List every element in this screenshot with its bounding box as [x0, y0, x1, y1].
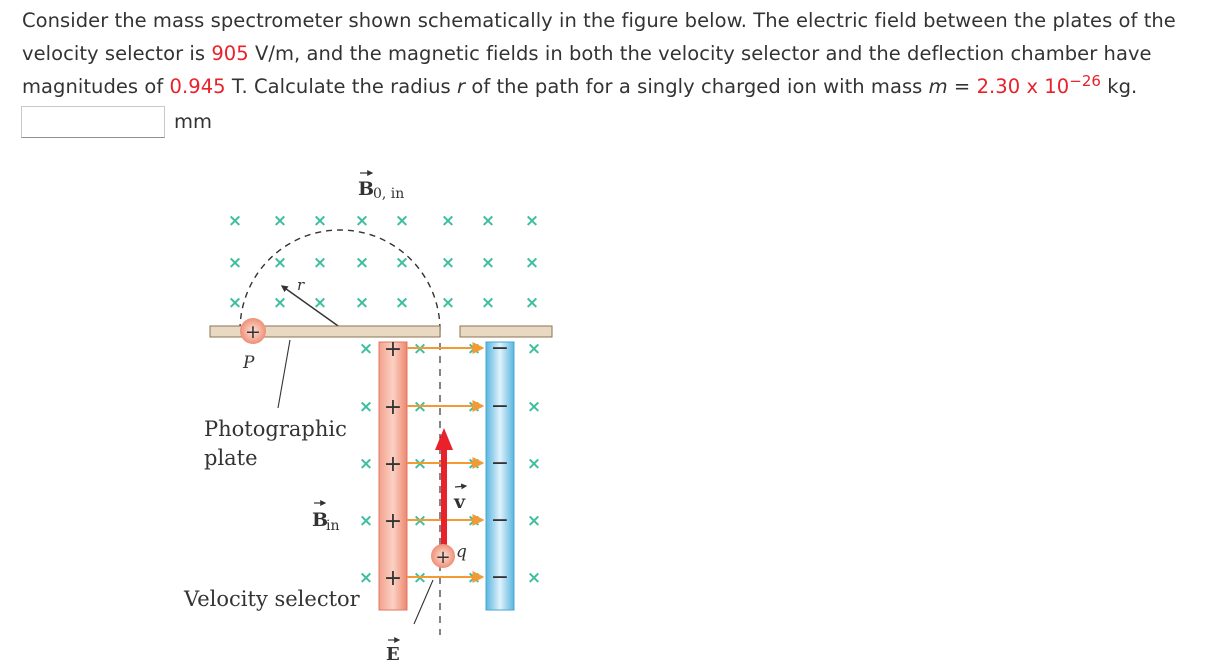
photographic-plate-left	[209, 325, 441, 338]
radius-variable: r	[457, 75, 466, 98]
mass-value: 2.30 x 10−26	[976, 72, 1102, 99]
minus-sign: −	[491, 394, 509, 419]
field-cross: ×	[527, 568, 541, 588]
photographic-plate-right	[459, 325, 553, 338]
ion-path-arc	[239, 229, 441, 331]
plus-sign: +	[384, 509, 402, 534]
bin-subscript: in	[326, 518, 340, 534]
photographic-plate-label-line2: plate	[204, 446, 258, 470]
field-cross: ×	[527, 397, 541, 417]
field-cross: ×	[355, 253, 369, 273]
field-cross: ×	[441, 253, 455, 273]
field-cross: ×	[273, 211, 287, 231]
radius-answer-input[interactable]	[21, 106, 165, 138]
bin-symbol: B	[312, 509, 328, 531]
minus-sign: −	[491, 451, 509, 476]
e-label: E	[386, 644, 400, 664]
field-cross: ×	[481, 253, 495, 273]
b0-subscript: 0, in	[373, 186, 404, 202]
mass-variable: m	[928, 75, 948, 98]
field-cross: ×	[525, 211, 539, 231]
field-cross: ×	[313, 293, 327, 313]
field-cross: ×	[395, 293, 409, 313]
b0-field-label: B 0, in	[358, 170, 404, 202]
b0-symbol: B	[358, 178, 374, 200]
selector-leader-line	[413, 579, 434, 625]
field-cross: ×	[355, 211, 369, 231]
minus-sign: −	[491, 565, 509, 590]
p-label: P	[242, 353, 255, 373]
field-cross: ×	[228, 253, 242, 273]
field-cross: ×	[481, 293, 495, 313]
photographic-plate-label-line1: Photographic	[204, 417, 347, 441]
minus-sign: −	[491, 336, 509, 361]
moving-ion-sign: +	[435, 547, 450, 568]
field-cross: ×	[527, 339, 541, 359]
q-label: q	[456, 542, 467, 562]
b-field-value: 0.945	[169, 75, 226, 98]
field-cross: ×	[273, 253, 287, 273]
field-cross: ×	[228, 211, 242, 231]
field-cross: ×	[525, 253, 539, 273]
velocity-arrow	[435, 428, 453, 545]
radius-label: r	[297, 276, 305, 294]
field-cross: ×	[359, 568, 373, 588]
field-cross: ×	[441, 293, 455, 313]
field-cross: ×	[359, 397, 373, 417]
radius-arrow	[280, 285, 349, 334]
positive-plate	[378, 341, 408, 611]
e-field-value: 905	[211, 42, 249, 65]
field-cross: ×	[481, 211, 495, 231]
field-cross: ×	[228, 293, 242, 313]
field-cross: ×	[359, 339, 373, 359]
mass-spectrometer-diagram: B 0, in × × × × × × × × × × × × × × × × × × × × × × × × × × × × × × × ×…	[183, 170, 553, 664]
question-text: Consider the mass spectrometer shown sch…	[22, 9, 1176, 99]
field-cross: ×	[395, 253, 409, 273]
field-cross: ×	[441, 211, 455, 231]
plus-sign: +	[384, 337, 402, 362]
plus-sign: +	[384, 395, 402, 420]
minus-sign: −	[491, 508, 509, 533]
plus-sign: +	[384, 566, 402, 591]
field-cross: ×	[355, 293, 369, 313]
mass-spectrometer-figure: B 0, in × × × × × × × × × × × × × × × × × × × × × × × × × × × × × × × ×…	[170, 160, 570, 664]
field-cross: ×	[527, 454, 541, 474]
field-cross: ×	[313, 253, 327, 273]
ion-at-p-sign: +	[245, 321, 261, 343]
plate-leader-line	[277, 339, 291, 409]
plate-signs: + − + − + − + − + −	[384, 336, 509, 591]
moving-ion	[431, 544, 455, 568]
field-cross: ×	[359, 511, 373, 531]
field-cross: ×	[273, 293, 287, 313]
field-cross: ×	[313, 211, 327, 231]
answer-unit: mm	[174, 110, 212, 133]
plus-sign: +	[384, 452, 402, 477]
ion-at-p	[240, 318, 266, 344]
field-cross: ×	[395, 211, 409, 231]
field-cross: ×	[525, 293, 539, 313]
v-label: v	[453, 491, 466, 513]
field-cross: ×	[359, 454, 373, 474]
velocity-selector-label: Velocity selector	[183, 587, 361, 611]
negative-plate	[485, 341, 515, 611]
field-cross: ×	[527, 511, 541, 531]
